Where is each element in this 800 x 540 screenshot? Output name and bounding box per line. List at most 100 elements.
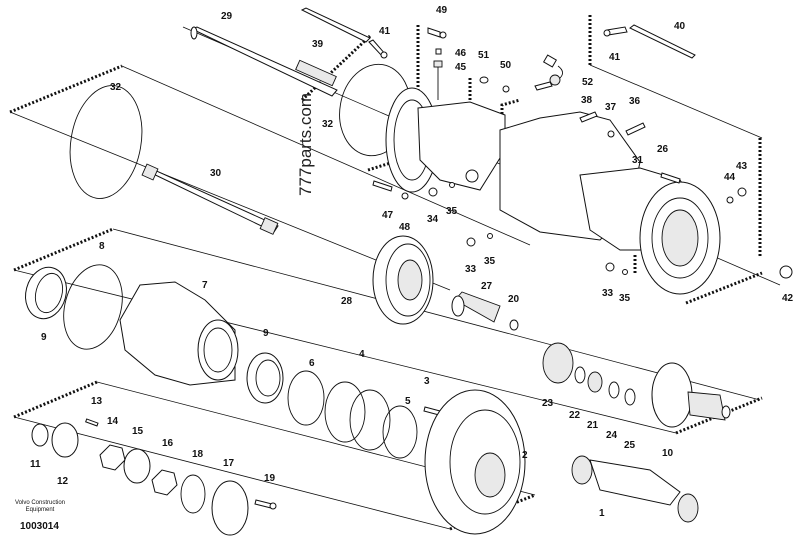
callout-35-c: 35 (619, 293, 631, 304)
brand-line-2: Equipment (25, 507, 55, 513)
part-17-hub-cap[interactable] (211, 480, 249, 536)
dashed-bracket-hub-group (13, 227, 114, 272)
part-30-axle-shaft[interactable] (141, 163, 279, 235)
part-15-lock-washer[interactable] (123, 448, 151, 484)
callout-41-right: 41 (609, 52, 621, 63)
part-23-planet-gear[interactable] (542, 342, 574, 384)
part-40-pin[interactable] (629, 24, 696, 59)
callout-4: 4 (359, 349, 365, 360)
callout-42: 42 (782, 293, 794, 304)
callout-46: 46 (455, 48, 467, 59)
callout-30: 30 (210, 168, 222, 179)
part-51-washer[interactable] (479, 76, 489, 84)
callout-32-left: 32 (110, 82, 122, 93)
dashed-bracket-nut-group (13, 380, 98, 419)
part-47-pin[interactable] (372, 180, 393, 192)
callout-27: 27 (481, 281, 493, 292)
part-48-plug[interactable] (401, 192, 409, 200)
part-36-bolt[interactable] (625, 122, 646, 136)
part-12-lock-plate[interactable] (51, 422, 79, 458)
part-33-plug-b[interactable] (605, 262, 615, 272)
part-32-oring-left[interactable] (62, 80, 151, 204)
part-19-bolt[interactable] (254, 499, 277, 510)
part-35-washer-b[interactable] (487, 233, 493, 239)
part-18-oring[interactable] (180, 474, 206, 514)
callout-19: 19 (264, 473, 276, 484)
part-41-bolt[interactable] (368, 39, 388, 59)
part-9-bearing-right[interactable] (246, 352, 284, 404)
callout-3: 3 (424, 376, 430, 387)
part-42-cap[interactable] (779, 265, 793, 279)
part-2-wheel-hub[interactable] (424, 389, 526, 535)
part-4-seal-a[interactable] (324, 381, 366, 443)
callout-14: 14 (107, 416, 119, 427)
callout-28: 28 (341, 296, 353, 307)
part-4-seal-b[interactable] (349, 389, 391, 451)
part-10-planet-carrier[interactable] (651, 362, 731, 428)
part-38-pin[interactable] (579, 111, 598, 123)
part-20-washer[interactable] (509, 319, 519, 331)
callout-41: 41 (379, 26, 391, 37)
part-29-axle-shaft[interactable] (190, 26, 338, 97)
callout-5: 5 (405, 396, 411, 407)
part-8-snap-ring[interactable] (55, 258, 131, 356)
callout-34: 34 (427, 214, 439, 225)
callout-6: 6 (309, 358, 315, 369)
brand-line-1: Volvo Construction (14, 500, 66, 506)
callout-7: 7 (202, 280, 208, 291)
callout-16: 16 (162, 438, 174, 449)
part-6-oring[interactable] (287, 370, 325, 426)
callout-21: 21 (587, 420, 599, 431)
part-35-washer-c[interactable] (622, 269, 628, 275)
callout-29: 29 (221, 11, 233, 22)
callout-48: 48 (399, 222, 411, 233)
part-24-ring[interactable] (608, 381, 620, 399)
callout-23: 23 (542, 398, 554, 409)
part-43-plug[interactable] (737, 187, 747, 197)
part-22-ring[interactable] (574, 366, 586, 384)
callout-2: 2 (522, 450, 528, 461)
part-7-hub-carrier[interactable] (119, 281, 239, 386)
callout-9-left: 9 (41, 332, 47, 343)
part-5-oring[interactable] (382, 405, 418, 459)
callout-35-a: 35 (446, 206, 458, 217)
callout-52: 52 (582, 77, 594, 88)
part-37-washer[interactable] (607, 130, 615, 138)
part-34-plug[interactable] (428, 187, 438, 197)
part-45-sensor[interactable] (433, 60, 443, 100)
part-28-brake-disc[interactable] (372, 235, 434, 325)
part-9-bearing-left[interactable] (20, 263, 72, 324)
callout-10: 10 (662, 448, 674, 459)
part-49-plug[interactable] (427, 27, 447, 39)
callout-11: 11 (30, 459, 41, 470)
part-52-speed-sensor[interactable] (534, 54, 563, 91)
callout-12: 12 (57, 476, 69, 487)
part-1-axle-assembly-thumbnail[interactable] (571, 455, 699, 523)
part-11-washer[interactable] (31, 423, 49, 447)
part-21-needle-bearing[interactable] (587, 371, 603, 393)
part-14-nut[interactable] (99, 444, 126, 471)
part-44-washer[interactable] (726, 196, 734, 204)
part-25-ring[interactable] (624, 388, 636, 406)
part-41-bolt-right[interactable] (603, 26, 628, 37)
part-39-pin[interactable] (300, 7, 371, 43)
part-46-cap[interactable] (435, 48, 442, 55)
callout-15: 15 (132, 426, 144, 437)
part-13-screw[interactable] (85, 418, 99, 427)
callout-18: 18 (192, 449, 204, 460)
document-number: 1003014 (20, 521, 59, 532)
callout-25: 25 (624, 440, 636, 451)
callout-49: 49 (436, 5, 448, 16)
callout-1: 1 (599, 508, 605, 519)
part-33-plug-a[interactable] (466, 237, 476, 247)
part-35-washer-a[interactable] (449, 182, 455, 188)
part-27-sun-gear[interactable] (451, 291, 501, 323)
part-31-axle-housing[interactable] (385, 87, 721, 295)
dashed-bracket-upper-left (9, 64, 123, 114)
callout-20: 20 (508, 294, 520, 305)
part-16-nut[interactable] (151, 469, 178, 496)
part-26-bolt[interactable] (660, 172, 681, 184)
part-50-plug[interactable] (502, 85, 510, 93)
callout-37: 37 (605, 102, 617, 113)
